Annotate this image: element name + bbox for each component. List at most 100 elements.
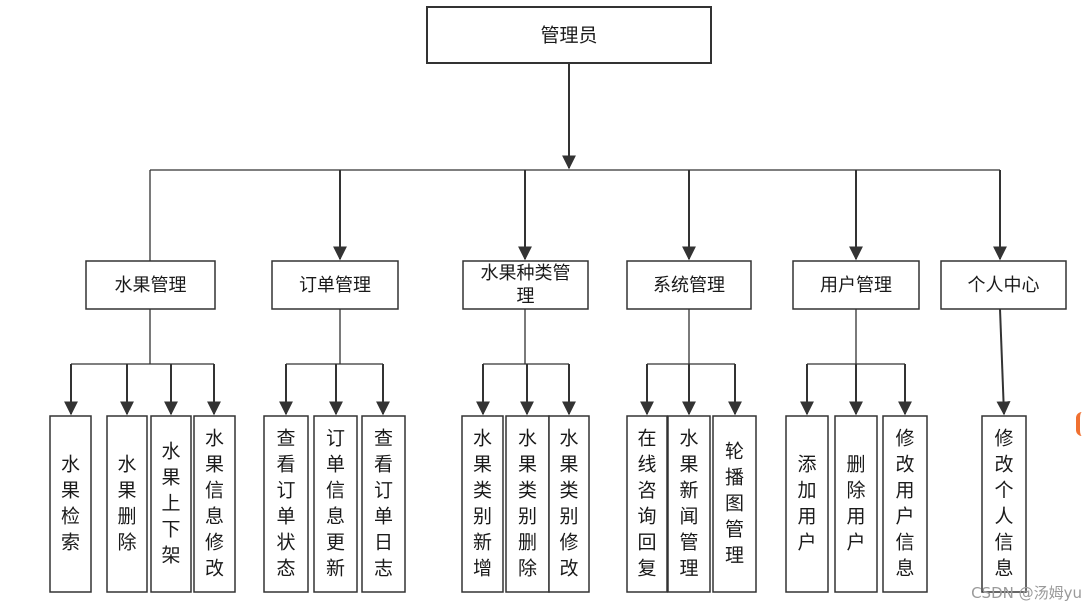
leaf-char-order-status: 单 bbox=[276, 506, 295, 528]
leaf-char-order-update: 息 bbox=[326, 506, 345, 528]
module-label-system: 系统管理 bbox=[653, 275, 725, 296]
module-label-user: 用户管理 bbox=[820, 275, 892, 296]
leaf-char-order-log: 查 bbox=[374, 428, 393, 450]
leaf-char-fruit-news: 水 bbox=[679, 428, 698, 450]
leaf-char-order-update: 单 bbox=[326, 454, 345, 476]
leaf-char-fruit-edit: 息 bbox=[205, 506, 224, 528]
module-system-frame bbox=[626, 260, 752, 310]
leaf-user-edit-frame bbox=[882, 415, 928, 593]
leaf-char-fruit-edit: 信 bbox=[205, 480, 224, 502]
module-label-category: 水果种类管 bbox=[481, 263, 571, 284]
leaf-fruit-shelf-frame bbox=[150, 415, 192, 593]
leaf-char-order-status: 订 bbox=[276, 480, 295, 502]
leaf-char-fruit-edit: 果 bbox=[205, 454, 224, 476]
leaf-char-carousel: 播 bbox=[725, 467, 744, 489]
leaf-char-fruit-shelf: 水 bbox=[161, 441, 180, 463]
leaf-char-user-edit: 户 bbox=[895, 506, 914, 528]
leaf-char-category-edit: 改 bbox=[559, 558, 578, 580]
leaf-char-fruit-news: 管 bbox=[679, 532, 698, 554]
module-user: 用户管理 bbox=[792, 260, 920, 310]
leaf-char-user-edit: 改 bbox=[895, 454, 914, 476]
leaf-char-fruit-news: 果 bbox=[679, 454, 698, 476]
leaf-char-user-delete: 除 bbox=[846, 480, 865, 502]
leaf-order-update-frame bbox=[313, 415, 358, 593]
leaf-char-profile-edit: 息 bbox=[994, 558, 1013, 580]
leaf-char-order-update: 新 bbox=[326, 558, 345, 580]
leaf-char-user-add: 用 bbox=[797, 506, 816, 528]
module-label-order: 订单管理 bbox=[299, 275, 371, 296]
leaf-char-fruit-shelf: 上 bbox=[161, 493, 180, 515]
leaf-char-user-add: 加 bbox=[797, 480, 816, 502]
leaf-char-order-update: 信 bbox=[326, 480, 345, 502]
leaf-char-category-delete: 水 bbox=[518, 428, 537, 450]
leaf-char-fruit-news: 闻 bbox=[679, 506, 698, 528]
leaf-char-category-edit: 类 bbox=[559, 480, 578, 502]
leaf-char-fruit-edit: 修 bbox=[205, 532, 224, 554]
module-profile-frame bbox=[940, 260, 1067, 310]
leaf-char-order-status: 看 bbox=[276, 454, 295, 476]
module-user-frame bbox=[792, 260, 920, 310]
leaf-char-category-edit: 水 bbox=[559, 428, 578, 450]
leaf-char-category-add: 水 bbox=[473, 428, 492, 450]
leaf-char-category-delete: 果 bbox=[518, 454, 537, 476]
leaf-char-fruit-edit: 改 bbox=[205, 558, 224, 580]
connector-lines bbox=[64, 63, 1011, 416]
leaf-char-online-consult: 询 bbox=[637, 506, 656, 528]
leaf-order-log-frame bbox=[361, 415, 406, 593]
leaf-char-category-delete: 类 bbox=[518, 480, 537, 502]
leaf-char-order-status: 状 bbox=[276, 532, 295, 554]
module-fruit-frame bbox=[85, 260, 216, 310]
leaf-char-category-delete: 删 bbox=[518, 532, 537, 554]
leaf-char-carousel: 轮 bbox=[725, 441, 744, 463]
leaf-char-profile-edit: 个 bbox=[994, 480, 1013, 502]
leaf-char-category-add: 别 bbox=[473, 506, 492, 528]
leaf-char-user-delete: 删 bbox=[846, 454, 865, 476]
leaf-char-fruit-delete: 果 bbox=[117, 480, 136, 502]
leaf-char-carousel: 图 bbox=[725, 493, 744, 515]
module-profile: 个人中心 bbox=[940, 260, 1067, 310]
root-label: 管理员 bbox=[540, 25, 597, 47]
leaf-category-delete-frame bbox=[505, 415, 550, 593]
diagram-nodes: 管理员水果管理水果检索水果删除水果上下架水果信息修改订单管理查看订单状态订单信息… bbox=[49, 6, 1067, 593]
leaf-char-fruit-search: 水 bbox=[61, 454, 80, 476]
leaf-char-profile-edit: 信 bbox=[994, 532, 1013, 554]
leaf-char-online-consult: 在 bbox=[637, 428, 656, 450]
leaf-user-add-frame bbox=[785, 415, 829, 593]
leaf-char-online-consult: 咨 bbox=[637, 480, 656, 502]
leaf-char-fruit-shelf: 下 bbox=[161, 519, 180, 541]
leaf-char-online-consult: 线 bbox=[637, 454, 656, 476]
module-category-frame bbox=[462, 260, 589, 310]
module-label-profile: 个人中心 bbox=[968, 275, 1040, 296]
leaf-char-category-edit: 修 bbox=[559, 532, 578, 554]
module-fruit: 水果管理 bbox=[85, 260, 216, 310]
leaf-char-profile-edit: 改 bbox=[994, 454, 1013, 476]
leaf-char-online-consult: 回 bbox=[637, 532, 656, 554]
leaf-online-consult-frame bbox=[626, 415, 668, 593]
root-node: 管理员 bbox=[426, 6, 712, 64]
leaf-char-order-log: 单 bbox=[374, 506, 393, 528]
leaf-char-category-edit: 果 bbox=[559, 454, 578, 476]
leaf-char-profile-edit: 人 bbox=[994, 506, 1013, 528]
leaf-char-user-edit: 信 bbox=[895, 532, 914, 554]
leaf-char-fruit-delete: 除 bbox=[117, 532, 136, 554]
leaf-char-user-edit: 息 bbox=[895, 558, 914, 580]
leaf-category-edit-frame bbox=[548, 415, 590, 593]
leaf-char-fruit-search: 索 bbox=[61, 532, 80, 554]
leaf-char-category-add: 果 bbox=[473, 454, 492, 476]
leaf-char-order-update: 更 bbox=[326, 532, 345, 554]
leaf-char-order-log: 日 bbox=[374, 532, 393, 554]
leaf-fruit-search-frame bbox=[49, 415, 92, 593]
leaf-char-fruit-edit: 水 bbox=[205, 428, 224, 450]
leaf-char-fruit-delete: 水 bbox=[117, 454, 136, 476]
leaf-char-user-edit: 修 bbox=[895, 428, 914, 450]
leaf-profile-edit-frame bbox=[981, 415, 1027, 593]
